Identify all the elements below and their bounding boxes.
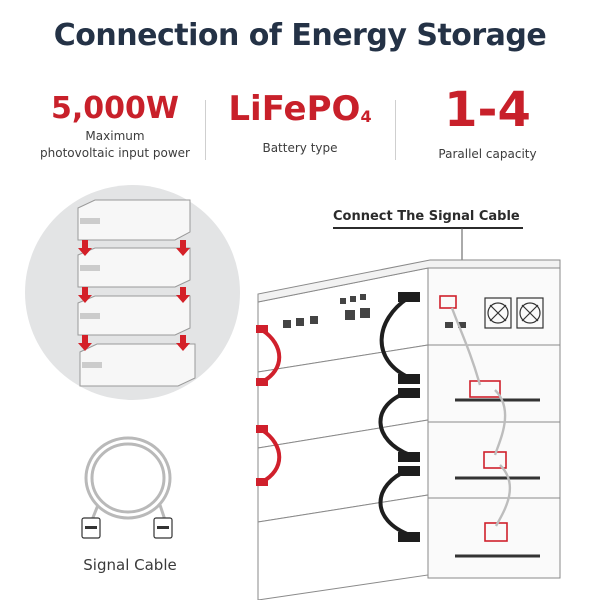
stat-pv-power: 5,000W Maximum photovoltaic input power xyxy=(30,86,200,162)
arrow-down-icon xyxy=(176,240,190,256)
arrow-down-icon xyxy=(176,335,190,351)
divider xyxy=(395,100,396,160)
battery-module xyxy=(77,199,191,241)
stat-caption: Maximum photovoltaic input power xyxy=(30,128,200,162)
signal-cable-label: Signal Cable xyxy=(83,556,177,574)
battery-module xyxy=(77,295,191,336)
stat-battery-type: LiFePO4 Battery type xyxy=(210,86,390,157)
stat-value: 5,000W xyxy=(51,91,179,126)
stat-caption-line: Maximum xyxy=(85,129,145,143)
arrow-down-icon xyxy=(78,287,92,303)
stat-caption: Battery type xyxy=(262,141,338,155)
label-underline xyxy=(333,227,523,229)
stat-value-subscript: 4 xyxy=(360,107,372,126)
battery-module xyxy=(77,247,191,288)
arrow-down-icon xyxy=(78,240,92,256)
battery-side xyxy=(427,421,561,499)
stat-value-main: LiFePO xyxy=(228,89,361,129)
stat-parallel-capacity: 1-4 Parallel capacity xyxy=(400,86,575,163)
stat-caption: Parallel capacity xyxy=(438,147,537,161)
arrow-down-icon xyxy=(176,287,190,303)
inverter-side xyxy=(427,267,561,346)
battery-side xyxy=(427,497,561,579)
page-title: Connection of Energy Storage xyxy=(53,18,547,53)
battery-side xyxy=(427,344,561,423)
connect-signal-cable-label: Connect The Signal Cable xyxy=(333,209,520,224)
stat-value: 1-4 xyxy=(444,82,531,138)
stat-caption-line: photovoltaic input power xyxy=(40,146,190,160)
battery-module xyxy=(79,343,196,387)
stat-value: LiFePO4 xyxy=(210,92,390,126)
divider xyxy=(205,100,206,160)
arrow-down-icon xyxy=(78,335,92,351)
